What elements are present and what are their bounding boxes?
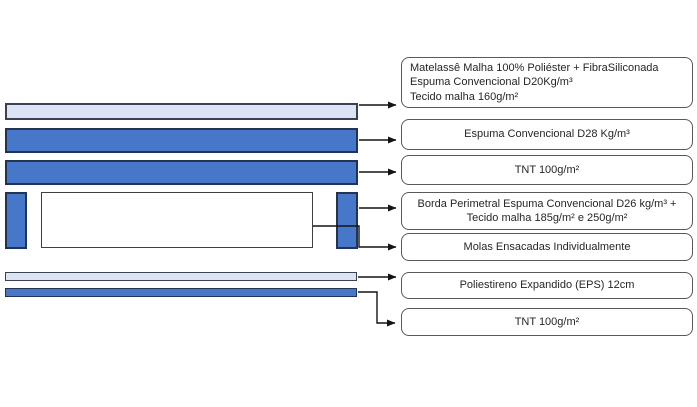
layer-quilted-top-bar: [5, 103, 358, 120]
label-tnt: TNT 100g/m²: [401, 155, 693, 185]
label-tnt-text: TNT 100g/m²: [514, 163, 580, 176]
label-foam-d28: Espuma Convencional D28 Kg/m³: [401, 119, 693, 150]
label-eps-text: Poliestireno Expandido (EPS) 12cm: [459, 279, 635, 292]
label-pocket-springs: Molas Ensacadas Individualmente: [401, 233, 693, 261]
layer-tnt-base-bar: [5, 288, 357, 297]
layer-foam-d28-bar: [5, 128, 358, 153]
label-pocket-springs-text: Molas Ensacadas Individualmente: [463, 240, 631, 253]
layer-perimeter-border-left-block: [5, 192, 27, 249]
label-tnt-base: TNT 100g/m²: [401, 308, 693, 336]
label-eps: Poliestireno Expandido (EPS) 12cm: [401, 272, 693, 299]
label-perimeter-border-text: Borda Perimetral Espuma Convencional D26…: [417, 197, 677, 225]
layer-perimeter-border-right-block: [336, 192, 358, 249]
label-tnt-base-text: TNT 100g/m²: [514, 315, 580, 328]
label-quilted-top: Matelassê Malha 100% Poliéster + FibraSi…: [401, 57, 693, 108]
label-foam-d28-text: Espuma Convencional D28 Kg/m³: [464, 128, 630, 141]
layer-pocket-springs-core: [41, 192, 313, 248]
arrow-tnt-base-elbow: [358, 291, 396, 327]
label-quilted-top-text: Matelassê Malha 100% Poliéster + FibraSi…: [410, 61, 659, 103]
layer-eps-bar: [5, 272, 357, 281]
label-perimeter-border: Borda Perimetral Espuma Convencional D26…: [401, 192, 693, 230]
arrow-springs-elbow: [313, 225, 397, 251]
layer-tnt-bar: [5, 160, 358, 185]
